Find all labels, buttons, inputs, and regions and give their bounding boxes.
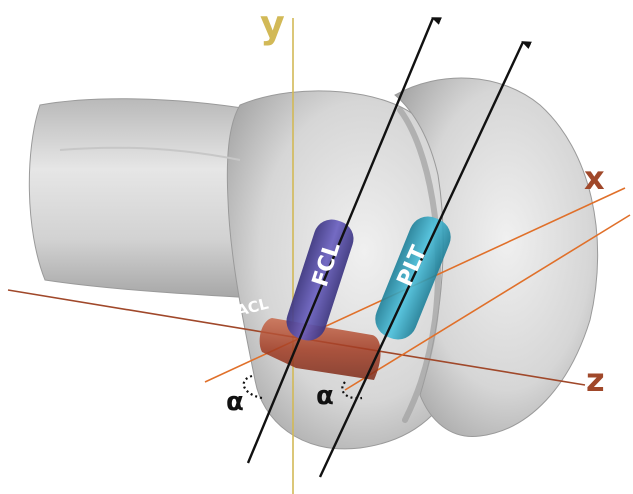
angle-label-left: α bbox=[226, 387, 244, 417]
angle-label-right: α bbox=[316, 381, 334, 411]
x-axis-label: x bbox=[584, 159, 605, 197]
y-axis-label: y bbox=[260, 2, 285, 46]
z-axis-label: z bbox=[586, 361, 605, 399]
